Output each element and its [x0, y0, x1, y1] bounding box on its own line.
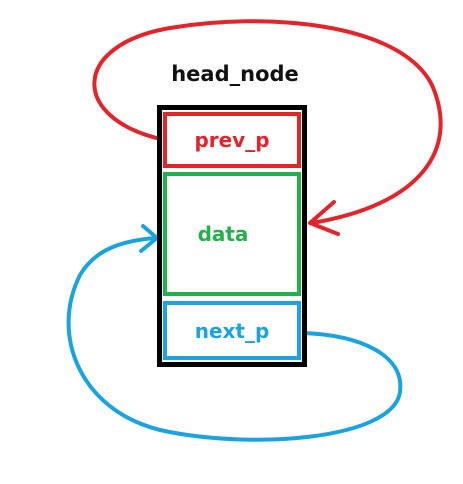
data-field: data [163, 172, 301, 296]
prev-pointer-arrowhead [308, 200, 340, 236]
next-pointer-arrow [66, 236, 403, 442]
data-label: data [197, 222, 249, 246]
prev-pointer-label: prev_p [194, 128, 270, 152]
node-title: head_node [171, 62, 299, 86]
next-pointer-field: next_p [163, 301, 301, 360]
node-box [157, 105, 307, 367]
prev-pointer-field: prev_p [163, 112, 301, 168]
next-pointer-label: next_p [194, 318, 270, 343]
prev-pointer-arrow [92, 19, 443, 225]
